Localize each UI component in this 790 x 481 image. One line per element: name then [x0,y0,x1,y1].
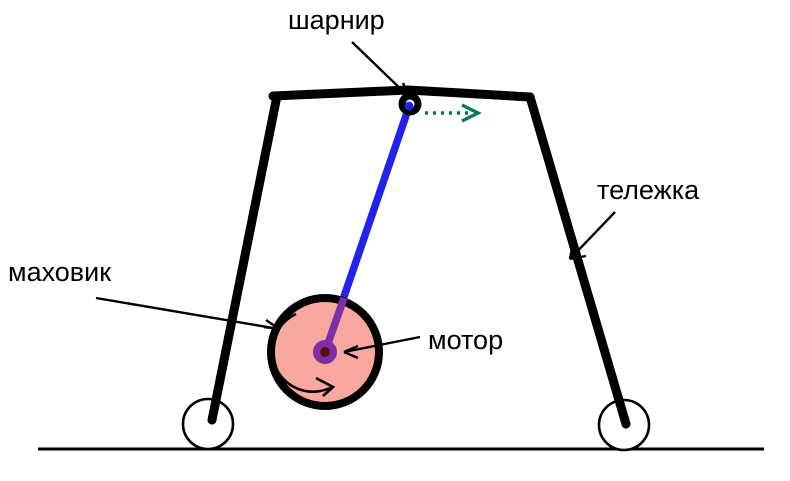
rotation-arc-icon [270,312,331,393]
hinge-leader-arrowhead-icon [396,82,411,98]
cart-right-leg [525,92,631,429]
motor-leader-arrowhead-icon [343,344,359,360]
label-cart: тележка [597,175,700,205]
hinge-leader-line [351,41,410,98]
cart-left-leg [207,91,282,425]
cart-leader-arrowhead-icon [568,242,587,261]
motor-leader-line [343,335,421,354]
cart-leader-line [569,211,616,260]
label-motor: мотор [428,325,503,355]
flywheel-leader-line [95,296,280,331]
hinge-core-icon [404,101,414,111]
label-flywheel: маховик [8,257,111,287]
cart-top-bar [268,85,535,102]
left-wheel [181,397,235,451]
rotation-arrowhead-icon [315,376,336,397]
motor-hub [313,340,337,364]
flywheel-leader-arrowhead-icon [263,319,280,331]
label-hinge: шарнир [288,5,385,35]
motion-direction-arrowhead-icon [461,103,482,123]
